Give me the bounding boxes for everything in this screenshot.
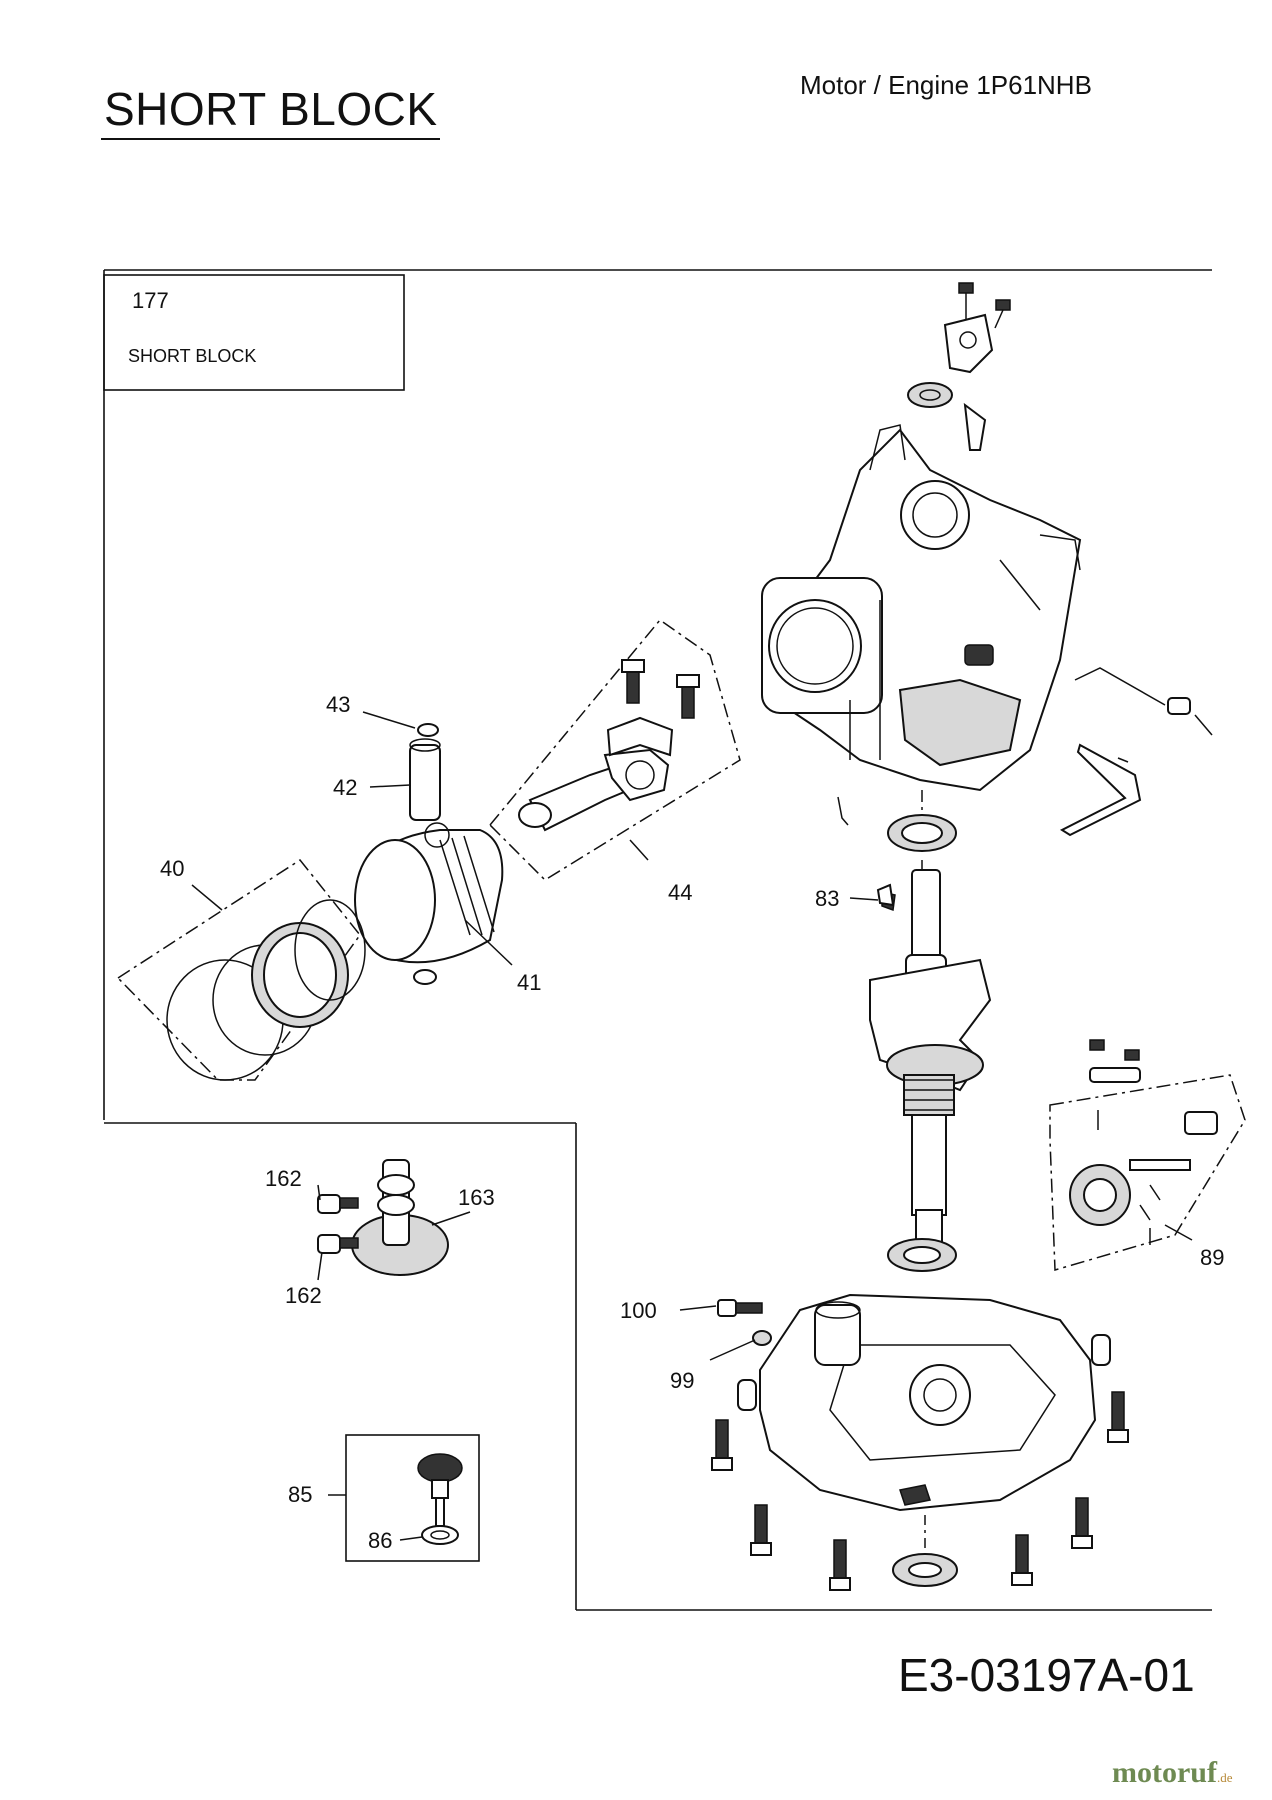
- cover-bolts: [711, 1391, 1129, 1591]
- part-label-44: 44: [668, 880, 692, 905]
- crankshaft-drawing: [869, 869, 992, 1272]
- top-governor-bracket: [907, 282, 1011, 451]
- part-label-89: 89: [1200, 1245, 1224, 1270]
- diagram-frame: [103, 269, 1212, 1611]
- part-label-40: 40: [160, 856, 184, 881]
- part-label-86: 86: [368, 1528, 392, 1553]
- leader-lines: [191, 711, 1193, 1541]
- page-title: SHORT BLOCK: [104, 83, 438, 135]
- piston-assembly-drawing: [354, 723, 504, 985]
- group-code: 177: [132, 288, 169, 313]
- part-label-100: 100: [620, 1298, 657, 1323]
- piston-rings-drawing: [116, 859, 366, 1081]
- governor-arm-assembly: [1059, 667, 1213, 837]
- part-label-83: 83: [815, 886, 839, 911]
- brand-watermark: motoruf.de: [1112, 1756, 1233, 1789]
- part-label-85: 85: [288, 1482, 312, 1507]
- drawing-number: E3-03197A-01: [898, 1649, 1195, 1701]
- camshaft-drawing: [317, 1159, 449, 1276]
- main-bearing: [837, 790, 957, 960]
- woodruff-key-83: [876, 883, 895, 907]
- crankcase-cover-drawing: [737, 1293, 1111, 1587]
- part-label-43: 43: [326, 692, 350, 717]
- cylinder-block-drawing: [761, 424, 1082, 792]
- part-label-162-bottom: 162: [285, 1283, 322, 1308]
- connecting-rod-group-drawing: [488, 618, 741, 881]
- part-label-42: 42: [333, 775, 357, 800]
- part-label-41: 41: [517, 970, 541, 995]
- part-label-163: 163: [458, 1185, 495, 1210]
- bolt-100-washer-99: [717, 1299, 772, 1346]
- governor-group-drawing: [1049, 1039, 1246, 1271]
- oil-filler-cap-drawing: [345, 1434, 480, 1562]
- title-underline: [101, 138, 440, 140]
- group-description: SHORT BLOCK: [128, 346, 257, 366]
- part-label-162-top: 162: [265, 1166, 302, 1191]
- part-labels: 43 42 40 41 44 83 162 162 163 89 100 99 …: [160, 692, 1224, 1553]
- part-label-99: 99: [670, 1368, 694, 1393]
- engine-model-label: Motor / Engine 1P61NHB: [800, 70, 1092, 100]
